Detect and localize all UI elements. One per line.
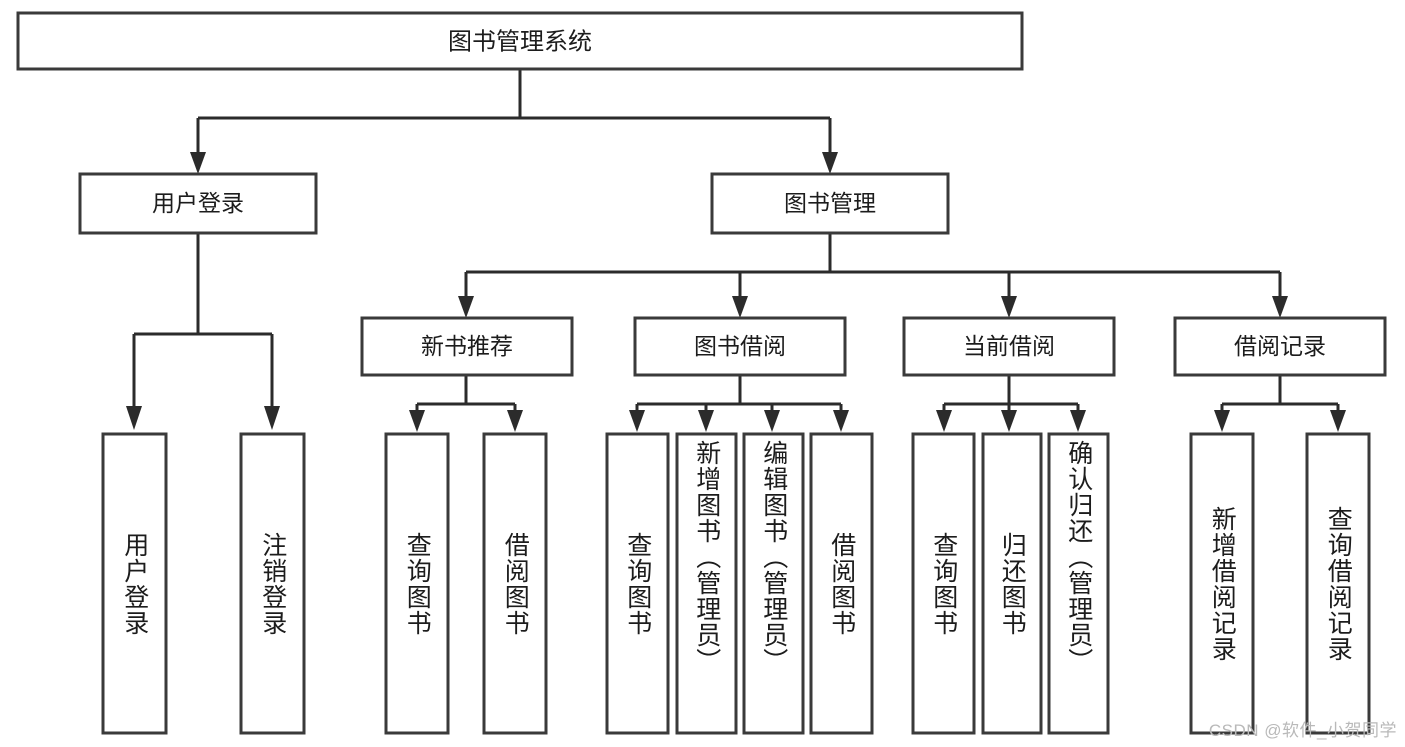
node-user-login-label: 用户登录 xyxy=(152,190,244,216)
arrow-to-user-login xyxy=(190,152,206,174)
node-leaf-logout[interactable] xyxy=(239,432,306,735)
node-leaf-query-record[interactable] xyxy=(1305,432,1371,735)
arrow-to-leaf-logout xyxy=(264,406,280,430)
node-leaf-borrow-book-1[interactable] xyxy=(482,432,548,735)
connector-user-login-to-leaves xyxy=(126,233,280,430)
node-leaf-add-book[interactable] xyxy=(675,432,738,735)
arrow-to-leaf-query-book-1 xyxy=(409,410,425,432)
arrow-to-current-borrow xyxy=(1001,296,1017,318)
connector-current-borrow-to-leaves xyxy=(936,375,1086,432)
arrow-to-leaf-edit-book xyxy=(764,410,780,432)
node-current-borrow[interactable]: 当前借阅 xyxy=(902,316,1116,377)
arrow-to-new-book-recommend xyxy=(458,296,474,318)
node-borrow-record-label: 借阅记录 xyxy=(1234,333,1326,359)
node-leaf-confirm-return[interactable] xyxy=(1047,432,1110,735)
node-current-borrow-label: 当前借阅 xyxy=(963,333,1055,359)
node-leaf-edit-book[interactable] xyxy=(742,432,805,735)
node-root-label: 图书管理系统 xyxy=(448,28,592,55)
arrow-to-leaf-return-book xyxy=(1001,410,1017,432)
connector-new-book-recommend-to-leaves xyxy=(409,375,523,432)
node-borrow-record[interactable]: 借阅记录 xyxy=(1173,316,1387,377)
arrow-to-leaf-query-record xyxy=(1330,410,1346,432)
node-leaf-user-login[interactable] xyxy=(101,432,168,735)
node-user-login[interactable]: 用户登录 xyxy=(78,172,318,235)
csdn-watermark: CSDN @软件_小贺同学 xyxy=(1208,721,1397,740)
arrow-to-leaf-add-book xyxy=(698,410,714,432)
node-leaf-add-record[interactable] xyxy=(1189,432,1255,735)
node-new-book-recommend-label: 新书推荐 xyxy=(421,333,513,359)
node-root[interactable]: 图书管理系统 xyxy=(16,11,1024,71)
arrow-to-book-manage xyxy=(822,152,838,174)
node-leaf-return-book[interactable] xyxy=(981,432,1043,735)
arrow-to-leaf-borrow-book-2 xyxy=(833,410,849,432)
node-leaf-query-book-3[interactable] xyxy=(911,432,976,735)
node-book-manage[interactable]: 图书管理 xyxy=(710,172,950,235)
connector-borrow-record-to-leaves xyxy=(1214,375,1346,432)
arrow-to-leaf-query-book-3 xyxy=(936,410,952,432)
node-new-book-recommend[interactable]: 新书推荐 xyxy=(360,316,574,377)
connector-book-manage-to-level3 xyxy=(458,233,1288,318)
arrow-to-leaf-add-record xyxy=(1214,410,1230,432)
arrow-to-leaf-query-book-2 xyxy=(629,410,645,432)
node-book-manage-label: 图书管理 xyxy=(784,190,876,216)
arrow-to-leaf-borrow-book-1 xyxy=(507,410,523,432)
arrow-to-book-borrow xyxy=(732,296,748,318)
arrow-to-leaf-user-login xyxy=(126,406,142,430)
connector-root-to-level2 xyxy=(190,69,838,174)
connector-book-borrow-to-leaves xyxy=(629,375,849,432)
arrow-to-leaf-confirm-return xyxy=(1070,410,1086,432)
node-leaf-query-book-1[interactable] xyxy=(384,432,450,735)
arrow-to-borrow-record xyxy=(1272,296,1288,318)
node-leaf-query-book-2[interactable] xyxy=(605,432,670,735)
node-book-borrow[interactable]: 图书借阅 xyxy=(633,316,847,377)
node-leaf-borrow-book-2[interactable] xyxy=(809,432,874,735)
node-book-borrow-label: 图书借阅 xyxy=(694,333,786,359)
